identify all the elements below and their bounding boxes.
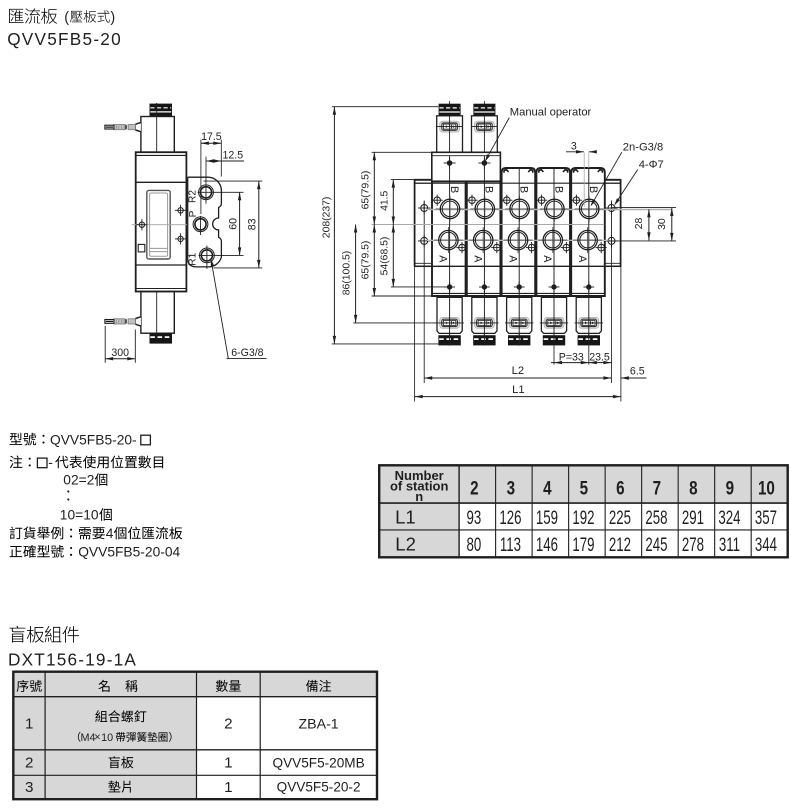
svg-text:225: 225 bbox=[609, 507, 631, 529]
svg-text:): ) bbox=[110, 10, 115, 26]
svg-text:208(237): 208(237) bbox=[321, 197, 332, 239]
svg-text:2: 2 bbox=[224, 716, 232, 733]
svg-text:R2: R2 bbox=[188, 190, 199, 203]
svg-text:QVV5FB5-20-04: QVV5FB5-20-04 bbox=[78, 545, 180, 560]
svg-text:17.5: 17.5 bbox=[201, 131, 222, 143]
svg-text:60: 60 bbox=[228, 218, 240, 230]
svg-text:3: 3 bbox=[507, 477, 516, 499]
svg-text:65(79.5): 65(79.5) bbox=[361, 241, 372, 280]
svg-text:83: 83 bbox=[246, 218, 258, 230]
svg-text:(: ( bbox=[64, 10, 69, 26]
svg-text:L1: L1 bbox=[512, 384, 524, 396]
svg-text:54(68.5): 54(68.5) bbox=[379, 237, 390, 276]
svg-text:1: 1 bbox=[224, 755, 232, 772]
svg-text:10=10: 10=10 bbox=[60, 508, 99, 523]
svg-text:QVV5FB5-20-: QVV5FB5-20- bbox=[50, 432, 137, 447]
svg-text:357: 357 bbox=[755, 507, 777, 529]
svg-text:B: B bbox=[448, 186, 460, 193]
svg-text:212: 212 bbox=[609, 534, 631, 556]
svg-text:9: 9 bbox=[726, 477, 735, 499]
svg-text:113: 113 bbox=[500, 534, 521, 556]
svg-text:324: 324 bbox=[718, 507, 740, 529]
svg-text:28: 28 bbox=[634, 218, 645, 230]
svg-text:6-G3/8: 6-G3/8 bbox=[231, 347, 263, 359]
svg-text:QVV5FB5-20: QVV5FB5-20 bbox=[7, 29, 122, 49]
svg-text:300: 300 bbox=[111, 347, 129, 359]
svg-text:A: A bbox=[472, 255, 484, 263]
svg-text:3: 3 bbox=[25, 779, 33, 796]
svg-text:A: A bbox=[576, 255, 588, 263]
svg-text:80: 80 bbox=[467, 534, 482, 556]
svg-text:93: 93 bbox=[467, 507, 482, 529]
svg-text:A: A bbox=[506, 255, 518, 263]
svg-text:-: - bbox=[48, 455, 53, 470]
svg-text:65(79.5): 65(79.5) bbox=[361, 171, 372, 210]
svg-text:QVV5F5-20-2: QVV5F5-20-2 bbox=[277, 780, 361, 795]
svg-text:2: 2 bbox=[25, 755, 33, 772]
svg-text:10: 10 bbox=[101, 732, 113, 744]
svg-text:A: A bbox=[437, 255, 449, 263]
svg-text:4-Φ7: 4-Φ7 bbox=[639, 159, 664, 171]
svg-text:P=33: P=33 bbox=[559, 351, 584, 363]
svg-text:7: 7 bbox=[653, 477, 661, 499]
svg-text:86(100.5): 86(100.5) bbox=[342, 251, 353, 295]
svg-text:258: 258 bbox=[645, 507, 667, 529]
svg-text:291: 291 bbox=[682, 507, 704, 529]
svg-text:B: B bbox=[483, 186, 495, 193]
svg-text:4: 4 bbox=[106, 526, 114, 541]
svg-text:R1: R1 bbox=[188, 252, 199, 265]
svg-text:1: 1 bbox=[224, 779, 232, 796]
svg-text:M4: M4 bbox=[81, 732, 96, 744]
svg-text:B: B bbox=[518, 186, 530, 193]
svg-text:Number: Number bbox=[395, 468, 444, 483]
svg-text:192: 192 bbox=[572, 507, 594, 529]
svg-text:QVV5F5-20MB: QVV5F5-20MB bbox=[273, 755, 365, 770]
svg-text:B: B bbox=[587, 186, 599, 193]
svg-text:344: 344 bbox=[755, 534, 777, 556]
svg-text:3: 3 bbox=[571, 140, 577, 152]
svg-text:6: 6 bbox=[616, 477, 625, 499]
svg-text:146: 146 bbox=[536, 534, 558, 556]
svg-text:02=2: 02=2 bbox=[63, 473, 94, 488]
svg-text:L2: L2 bbox=[395, 534, 416, 555]
svg-text:159: 159 bbox=[536, 507, 558, 529]
svg-text:5: 5 bbox=[580, 477, 589, 499]
svg-text:2: 2 bbox=[470, 477, 479, 499]
svg-text:126: 126 bbox=[499, 507, 521, 529]
svg-text:Manual operator: Manual operator bbox=[510, 107, 592, 119]
svg-text:ZBA-1: ZBA-1 bbox=[298, 717, 338, 733]
svg-text:A: A bbox=[541, 255, 553, 263]
svg-text:41.5: 41.5 bbox=[380, 190, 391, 210]
svg-text:8: 8 bbox=[689, 477, 698, 499]
svg-text:L2: L2 bbox=[512, 365, 524, 377]
svg-text:of station: of station bbox=[390, 479, 449, 494]
svg-text:B: B bbox=[552, 186, 564, 193]
svg-text:10: 10 bbox=[758, 477, 775, 499]
svg-text:n: n bbox=[415, 489, 423, 504]
svg-text:245: 245 bbox=[645, 534, 667, 556]
svg-text:1: 1 bbox=[25, 716, 33, 733]
svg-text:2n-G3/8: 2n-G3/8 bbox=[623, 141, 663, 153]
svg-text:4: 4 bbox=[543, 477, 552, 499]
svg-text:23.5: 23.5 bbox=[589, 351, 610, 363]
svg-text:30: 30 bbox=[657, 218, 668, 230]
svg-text:12.5: 12.5 bbox=[222, 149, 243, 161]
svg-text:311: 311 bbox=[719, 534, 740, 556]
svg-text:L1: L1 bbox=[395, 507, 416, 528]
svg-text:×: × bbox=[94, 732, 100, 744]
svg-text:6.5: 6.5 bbox=[630, 366, 645, 378]
svg-text:DXT156-19-1A: DXT156-19-1A bbox=[8, 649, 137, 669]
svg-text:P: P bbox=[188, 210, 199, 217]
svg-text:179: 179 bbox=[572, 534, 594, 556]
svg-text:278: 278 bbox=[682, 534, 704, 556]
